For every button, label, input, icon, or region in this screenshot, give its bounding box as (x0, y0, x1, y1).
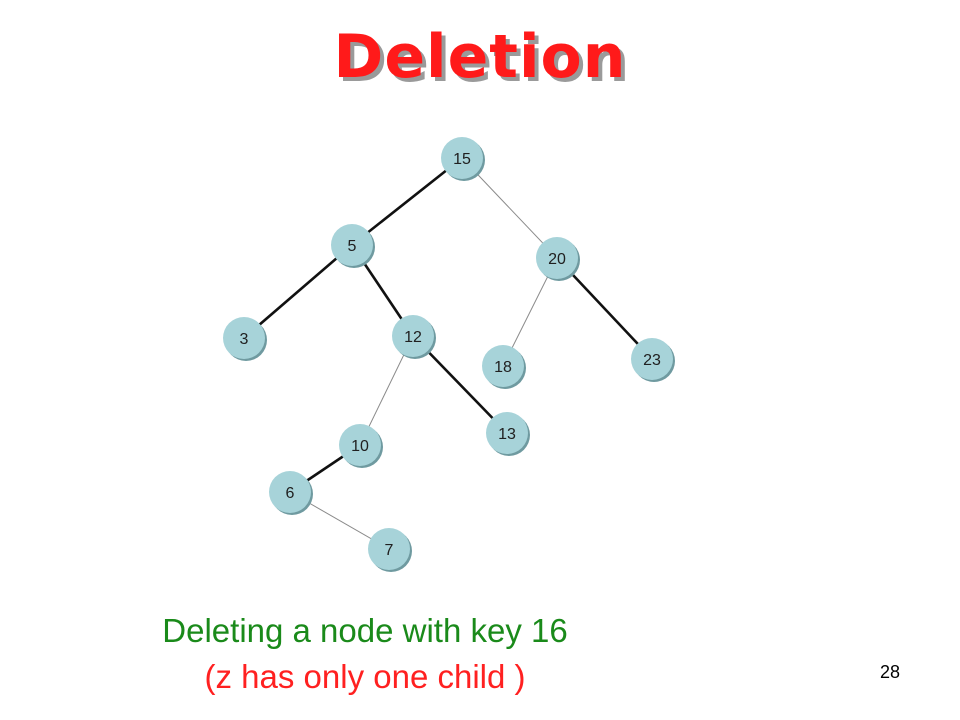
tree-node-12: 12 (392, 315, 436, 359)
tree-node-circle (339, 424, 381, 466)
slide-title: Deletion (333, 22, 627, 92)
tree-node-15: 15 (441, 137, 485, 181)
tree-node-circle (368, 528, 410, 570)
tree-node-circle (331, 224, 373, 266)
tree-node-circle (223, 317, 265, 359)
tree-node-3: 3 (223, 317, 267, 361)
tree-node-label: 6 (286, 485, 295, 502)
tree-node-label: 20 (548, 251, 566, 268)
tree-node-23: 23 (631, 338, 675, 382)
tree-node-circle (482, 345, 524, 387)
tree-node-label: 10 (351, 438, 369, 455)
tree-node-label: 5 (348, 238, 357, 255)
tree-node-label: 23 (643, 352, 661, 369)
tree-node-circle (441, 137, 483, 179)
tree-node-label: 7 (385, 542, 394, 559)
tree-node-circle (392, 315, 434, 357)
tree-node-circle (269, 471, 311, 513)
tree-node-6: 6 (269, 471, 313, 515)
tree-edge-15-5 (351, 156, 463, 247)
tree-node-label: 15 (453, 151, 471, 168)
tree-node-circle (536, 237, 578, 279)
tree-nodes: 15 5 20 3 12 18 23 10 13 6 7 (223, 137, 675, 572)
tree-node-10: 10 (339, 424, 383, 468)
tree-node-label: 12 (404, 329, 422, 346)
caption-deleting-node: Deleting a node with key 16 (162, 612, 568, 649)
tree-edge-5-3 (243, 244, 353, 339)
tree-node-label: 18 (494, 359, 512, 376)
tree-node-5: 5 (331, 224, 375, 268)
caption-one-child: (z has only one child ) (204, 658, 526, 695)
tree-node-label: 3 (240, 331, 249, 348)
tree-node-20: 20 (536, 237, 580, 281)
tree-node-7: 7 (368, 528, 412, 572)
tree-node-label: 13 (498, 426, 516, 443)
tree-node-circle (631, 338, 673, 380)
tree-node-13: 13 (486, 412, 530, 456)
tree-node-18: 18 (482, 345, 526, 389)
tree-node-circle (486, 412, 528, 454)
page-number: 28 (880, 662, 901, 682)
